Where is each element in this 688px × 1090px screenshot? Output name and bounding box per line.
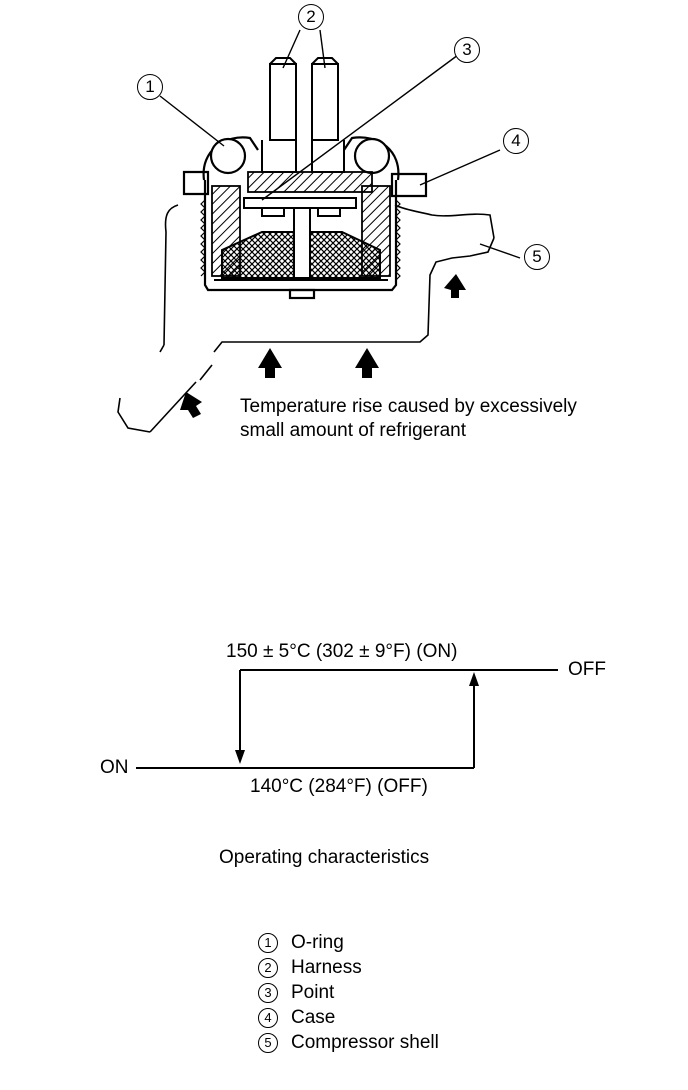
legend-number: 2 bbox=[258, 958, 278, 978]
operating-characteristics-diagram bbox=[136, 669, 558, 769]
off-threshold-label: 140°C (284°F) (OFF) bbox=[250, 776, 428, 797]
callout-4: 4 bbox=[503, 128, 529, 154]
case-threads bbox=[200, 199, 401, 281]
compressor-shell bbox=[117, 204, 495, 433]
legend-label: Harness bbox=[291, 957, 362, 978]
on-threshold-label: 150 ± 5°C (302 ± 9°F) (ON) bbox=[226, 641, 458, 662]
on-start-label: ON bbox=[100, 757, 129, 778]
legend-number: 1 bbox=[258, 933, 278, 953]
bimetal-core bbox=[214, 207, 388, 281]
callout-3: 3 bbox=[454, 37, 480, 63]
off-end-label: OFF bbox=[568, 659, 606, 680]
operating-characteristics-title: Operating characteristics bbox=[219, 847, 430, 868]
callout-5: 5 bbox=[524, 244, 550, 270]
legend-label: Point bbox=[291, 982, 335, 1003]
down-arrowhead bbox=[235, 750, 245, 764]
legend-label: Case bbox=[291, 1007, 336, 1028]
o-rings bbox=[209, 137, 391, 175]
case-body bbox=[182, 136, 428, 300]
refrigerant-flow-arrows bbox=[180, 274, 466, 418]
callout-2: 2 bbox=[298, 4, 324, 30]
legend-number: 5 bbox=[258, 1033, 278, 1053]
thermal-protector-cross-section bbox=[117, 29, 521, 433]
legend-label: O-ring bbox=[291, 932, 344, 953]
leader-lines bbox=[159, 29, 521, 259]
legend-number: 3 bbox=[258, 983, 278, 1003]
up-arrowhead bbox=[469, 672, 479, 686]
temperature-caption-line2: small amount of refrigerant bbox=[240, 420, 466, 441]
legend-number: 4 bbox=[258, 1008, 278, 1028]
harness-terminals bbox=[261, 57, 345, 173]
legend-label: Compressor shell bbox=[291, 1032, 439, 1053]
callout-1: 1 bbox=[137, 74, 163, 100]
temperature-caption-line1: Temperature rise caused by excessively bbox=[240, 396, 577, 417]
